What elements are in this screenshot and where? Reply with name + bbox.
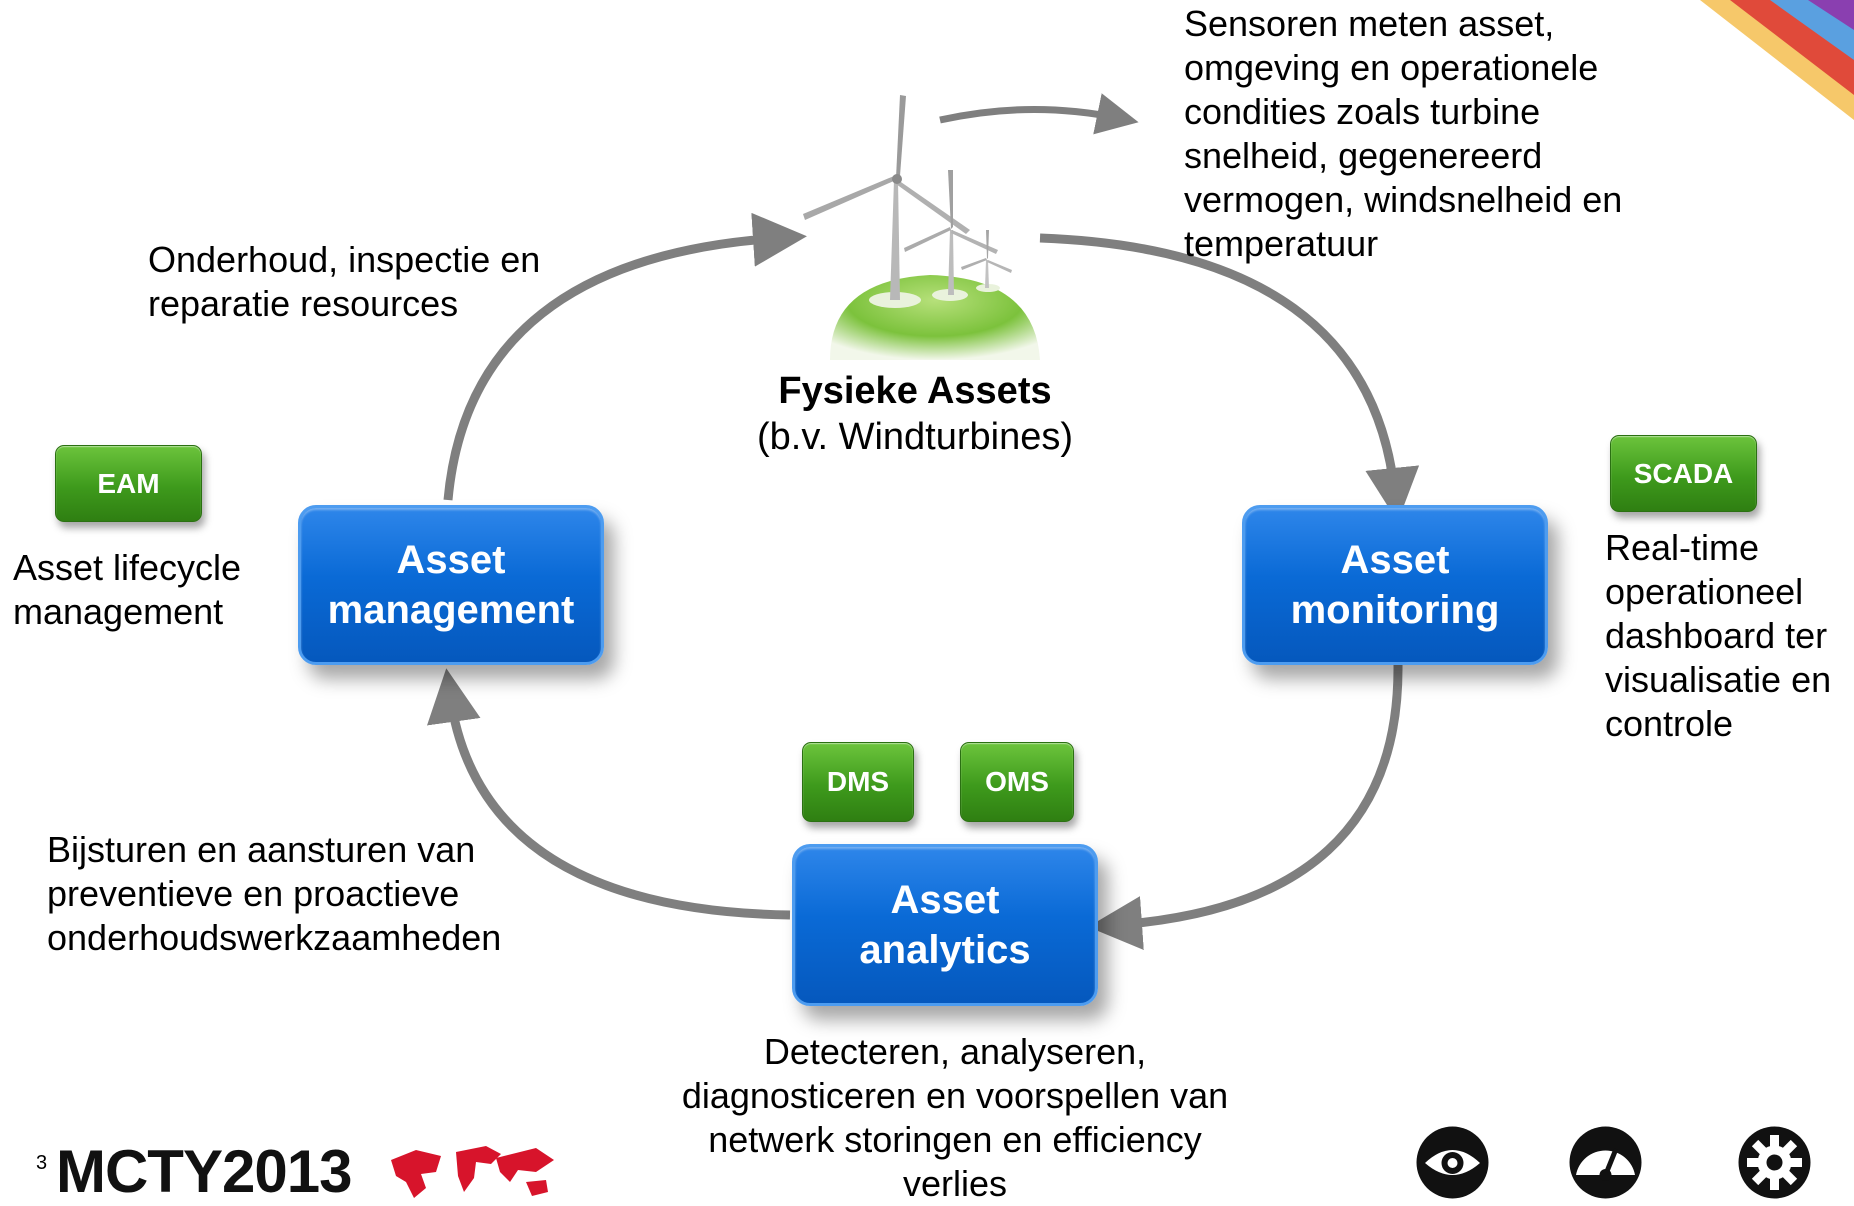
box-label-line: Asset	[396, 538, 506, 582]
text-line: Asset lifecycle	[13, 547, 242, 588]
dms-system-badge: DMS	[802, 742, 914, 822]
text-line: netwerk storingen en efficiency	[708, 1119, 1202, 1160]
center-title: Fysieke Assets	[778, 370, 1052, 412]
text-line: onderhoudswerkzaamheden	[47, 917, 502, 958]
text-line: preventieve en proactieve	[47, 873, 460, 914]
sensors-description: Sensoren meten asset, omgeving en operat…	[1184, 2, 1644, 266]
asset-analytics-box: Asset analytics	[792, 844, 1098, 1006]
text-line: visualisatie en	[1605, 659, 1832, 700]
text-line: controle	[1605, 703, 1734, 744]
center-subtitle: (b.v. Windturbines)	[756, 416, 1074, 458]
text-line: snelheid, gegenereerd	[1184, 135, 1543, 176]
box-label-line: analytics	[859, 928, 1031, 972]
asset-management-box: Asset management	[298, 505, 604, 665]
text-line: reparatie resources	[148, 283, 459, 324]
text-line: vermogen, windsnelheid en	[1184, 179, 1623, 220]
gear-icon	[1738, 1126, 1811, 1199]
text-line: dashboard ter	[1605, 615, 1828, 656]
box-label-line: Asset	[1340, 538, 1450, 582]
text-line: temperatuur	[1184, 223, 1379, 264]
eam-system-badge: EAM	[55, 445, 202, 522]
text-line: diagnosticeren en voorspellen van	[681, 1075, 1229, 1116]
maintenance-description: Onderhoud, inspectie en reparatie resour…	[148, 238, 588, 326]
asset-monitoring-box: Asset monitoring	[1242, 505, 1548, 665]
wind-turbines-illustration	[803, 95, 1040, 360]
corner-ribbon-decoration	[1700, 0, 1854, 120]
scada-system-badge: SCADA	[1610, 435, 1757, 512]
scada-description: Real-time operationeel dashboard ter vis…	[1605, 526, 1850, 746]
box-label-line: management	[327, 588, 575, 632]
text-line: Sensoren meten asset,	[1184, 3, 1555, 44]
arrow-management-to-assets	[443, 212, 807, 501]
text-line: operationeel	[1605, 571, 1804, 612]
steering-description: Bijsturen en aansturen van preventieve e…	[47, 828, 567, 960]
text-line: verlies	[902, 1163, 1008, 1204]
gauge-icon	[1569, 1126, 1642, 1199]
arrow-analytics-to-management	[427, 668, 791, 920]
mcty-logo: MCTY2013	[56, 1142, 554, 1202]
text-line: Real-time	[1605, 527, 1760, 568]
logo-text: MCTY2013	[56, 1138, 352, 1205]
text-line: condities zoals turbine	[1184, 91, 1541, 132]
eye-icon	[1416, 1126, 1489, 1199]
arrow-to-sensors	[939, 93, 1139, 135]
text-line: omgeving en operationele	[1184, 47, 1599, 88]
oms-system-badge: OMS	[960, 742, 1074, 822]
box-label-line: monitoring	[1290, 588, 1500, 632]
arrow-monitoring-to-analytics	[1088, 664, 1403, 951]
analytics-description: Detecteren, analyseren, diagnosticeren e…	[640, 1030, 1270, 1206]
world-map-icon	[391, 1146, 554, 1198]
text-line: Detecteren, analyseren,	[763, 1031, 1147, 1072]
text-line: management	[13, 591, 224, 632]
arrow-assets-to-monitoring	[1039, 233, 1420, 522]
slide-number: 3	[36, 1152, 48, 1174]
text-line: Onderhoud, inspectie en	[148, 239, 541, 280]
text-line: Bijsturen en aansturen van	[47, 829, 476, 870]
eam-description: Asset lifecycle management	[13, 546, 253, 634]
box-label-line: Asset	[890, 878, 1000, 922]
